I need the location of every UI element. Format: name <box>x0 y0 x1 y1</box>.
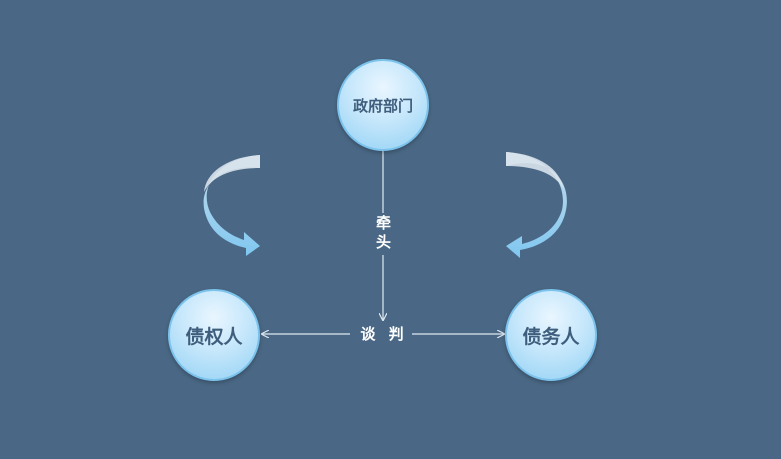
node-debtor: 债务人 <box>505 289 597 381</box>
node-creditor-label: 债权人 <box>185 325 243 348</box>
lead-label: 牵头 <box>372 213 392 255</box>
node-creditor: 债权人 <box>168 289 260 381</box>
negotiate-label: 谈 判 <box>356 325 412 343</box>
curved-arrow-right-icon <box>506 152 567 258</box>
curved-arrow-left-icon <box>203 155 260 256</box>
node-debtor-label: 债务人 <box>522 325 580 348</box>
node-government: 政府部门 <box>337 59 429 151</box>
node-government-label: 政府部门 <box>352 96 413 115</box>
